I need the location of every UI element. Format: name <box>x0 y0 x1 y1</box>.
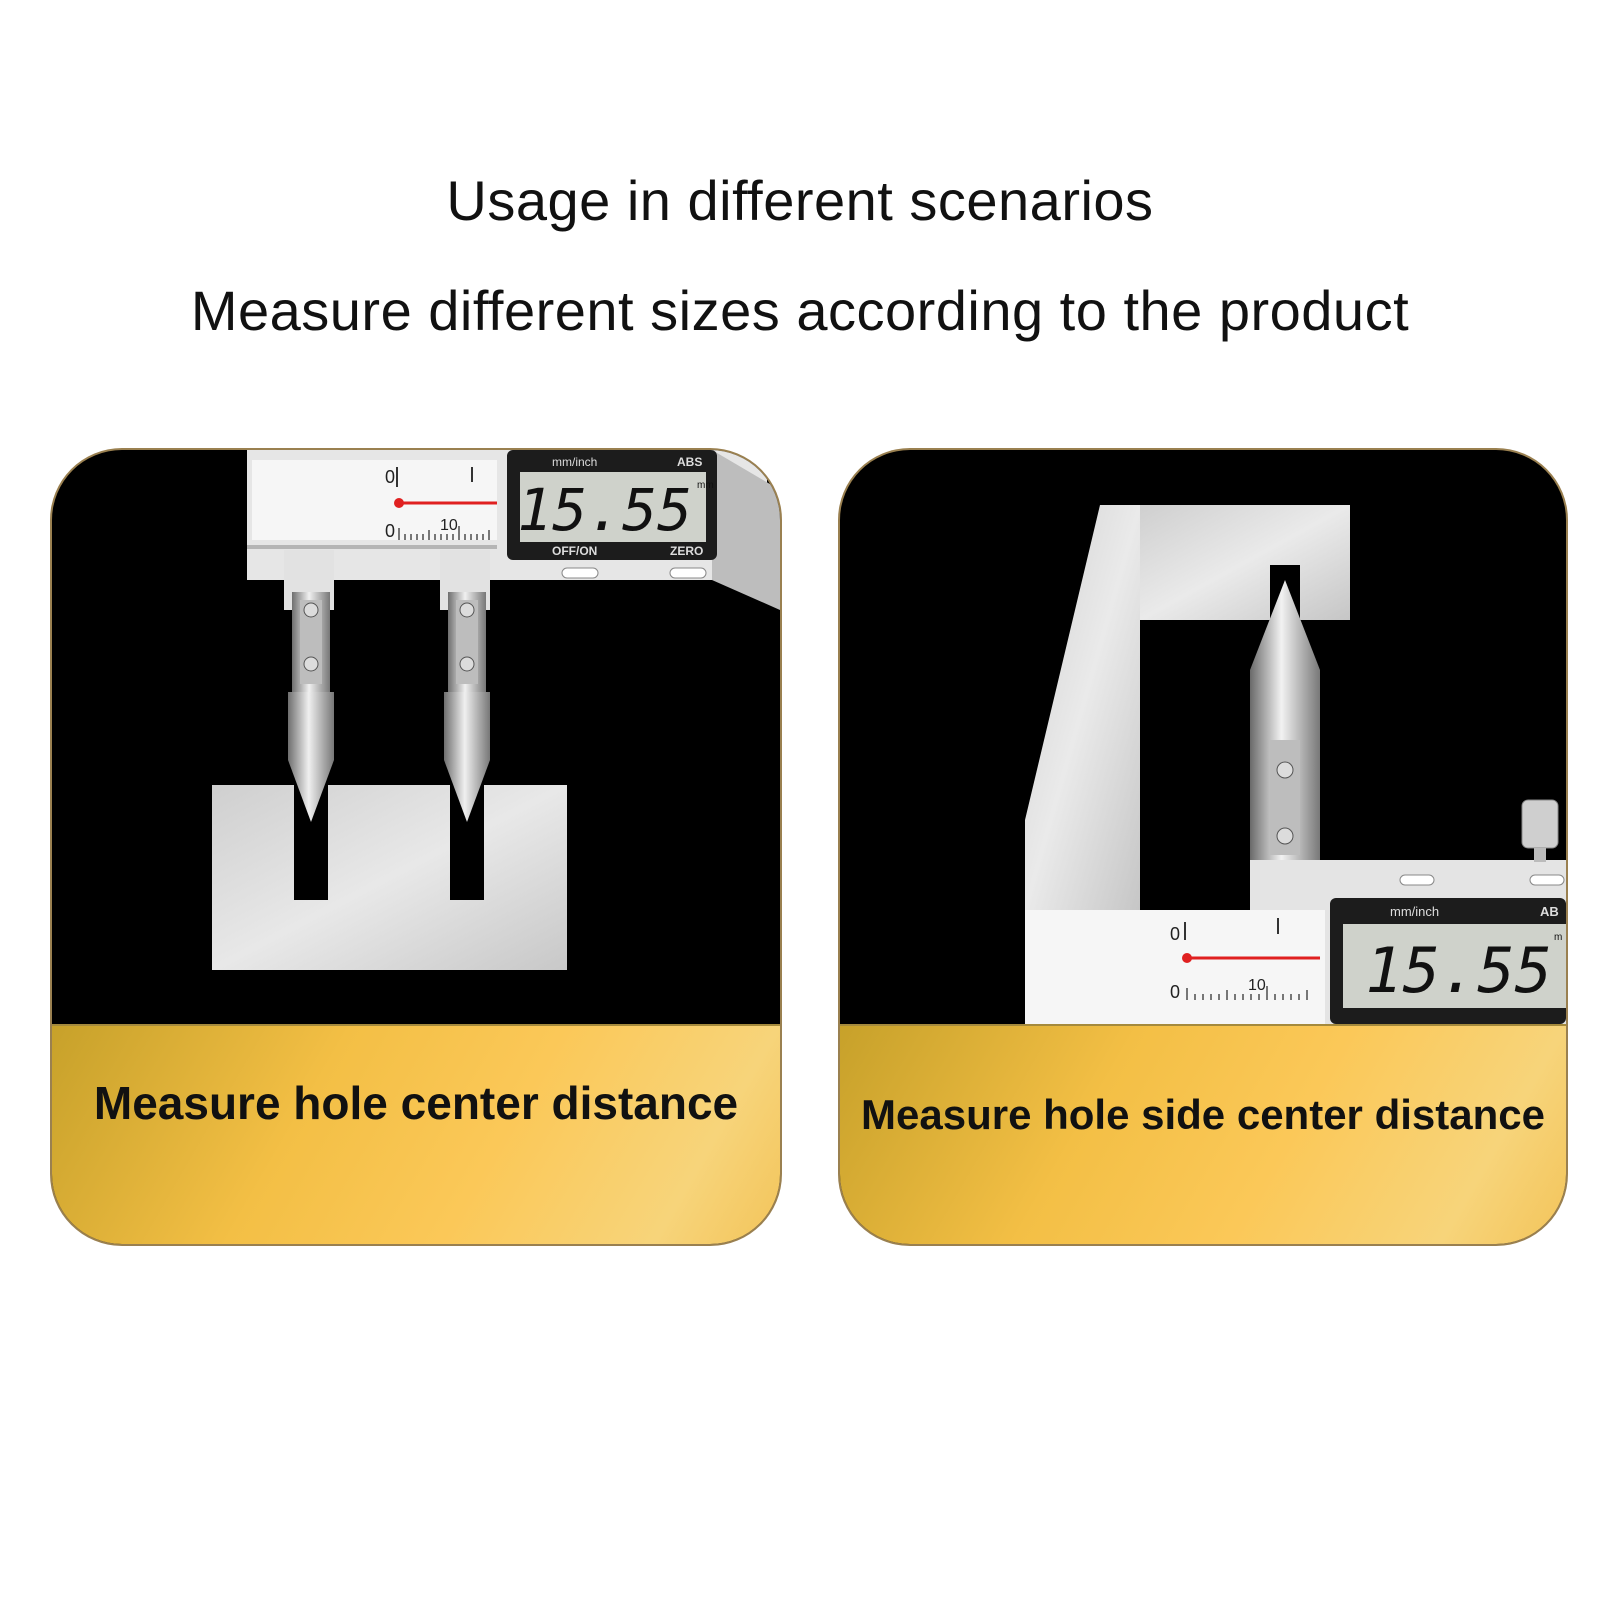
scenario-card-hole-side: 0 0 10 mm/inch AB <box>840 450 1566 1244</box>
caption-band-left: Measure hole center distance <box>52 1024 780 1244</box>
lcd-screen <box>1343 924 1566 1008</box>
lcd-mode-label: ABS <box>677 455 702 469</box>
thumb-wheel[interactable] <box>1521 799 1559 849</box>
workpiece-top <box>1140 505 1350 620</box>
zero-label: ZERO <box>670 544 703 558</box>
caliper-scale <box>1025 910 1325 1024</box>
scale-zero-top: 0 <box>385 467 395 487</box>
top-button-left[interactable] <box>1399 874 1435 886</box>
caliper-illustration-right: 0 0 10 mm/inch AB <box>840 450 1566 1024</box>
lcd-screen <box>520 472 706 542</box>
lcd-unit-label: mm/inch <box>552 455 597 469</box>
workpiece-vertical <box>1025 505 1140 910</box>
caliper-illustration-left: 0 0 10 mm/inch ABS 15.55 mm OFF/ON <box>52 450 780 1024</box>
caption-left: Measure hole center distance <box>93 1077 739 1129</box>
lcd-reading: 15.55 <box>1365 934 1552 1007</box>
title-line-2: Measure different sizes according to the… <box>190 279 1410 342</box>
scenario-card-hole-center: 0 0 10 mm/inch ABS 15.55 mm OFF/ON <box>52 450 780 1244</box>
off-on-label: OFF/ON <box>552 544 597 558</box>
lcd-mode-label: AB <box>1540 904 1559 919</box>
zero-button[interactable] <box>669 567 707 579</box>
probe <box>1250 580 1320 860</box>
caption-right: Measure hole side center distance <box>861 1091 1545 1138</box>
probe-right <box>444 592 490 822</box>
title-line-1: Usage in different scenarios <box>446 169 1154 232</box>
scale-zero-top: 0 <box>1170 924 1180 944</box>
scale-ten: 10 <box>1248 977 1266 994</box>
lcd-unit-small: m <box>1554 932 1562 943</box>
caption-band-right: Measure hole side center distance <box>840 1024 1566 1244</box>
scale-zero-bottom: 0 <box>385 521 395 541</box>
scale-zero-bottom: 0 <box>1170 982 1180 1002</box>
workpiece-block <box>212 785 567 970</box>
lcd-unit-label: mm/inch <box>1390 904 1439 919</box>
scale-ten: 10 <box>440 517 458 534</box>
lcd-unit-small: mm <box>697 480 714 491</box>
top-button-right[interactable] <box>1529 874 1565 886</box>
lcd-reading: 15.55 <box>517 476 692 544</box>
off-on-button[interactable] <box>561 567 599 579</box>
probe-left <box>288 592 334 822</box>
